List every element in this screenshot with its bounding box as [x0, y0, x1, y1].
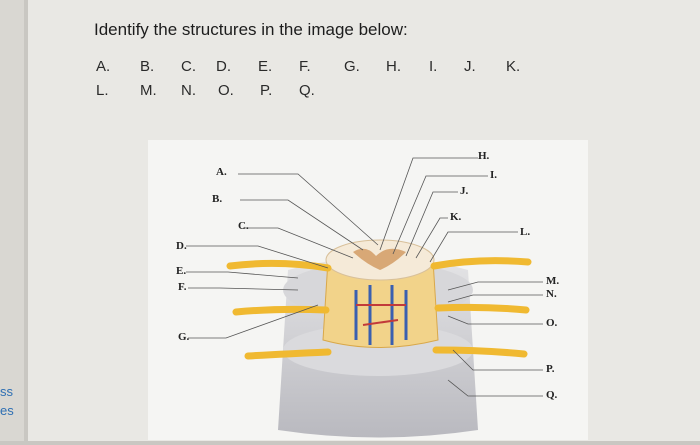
diagram-label-k: K.	[450, 211, 461, 223]
background-text-fragment: es	[0, 403, 14, 418]
diagram-label-m: M.	[546, 275, 559, 287]
option-label: N.	[181, 82, 196, 99]
option-label: H.	[386, 58, 401, 75]
diagram-label-c: C.	[238, 220, 249, 232]
diagram-label-h: H.	[478, 150, 489, 162]
option-label: Q.	[299, 82, 315, 99]
option-label: C.	[181, 58, 196, 75]
diagram-label-n: N.	[546, 288, 557, 300]
answer-options-row-1: A. B. C. D. E. F. G. H. I. J. K.	[96, 58, 576, 78]
diagram-label-e: E.	[176, 265, 186, 277]
diagram-label-o: O.	[546, 317, 557, 329]
diagram-label-b: B.	[212, 193, 222, 205]
background-window-strip: ss es	[0, 0, 24, 441]
question-prompt: Identify the structures in the image bel…	[94, 20, 408, 40]
spinal-cord-diagram: A. B. C. D. E. F. G. H. I. J. K. L. M. N…	[148, 140, 588, 440]
diagram-label-j: J.	[460, 185, 468, 197]
option-label: F.	[299, 58, 311, 75]
option-label: D.	[216, 58, 231, 75]
option-label: A.	[96, 58, 110, 75]
diagram-label-f: F.	[178, 281, 186, 293]
option-label: K.	[506, 58, 520, 75]
diagram-label-p: P.	[546, 363, 554, 375]
option-label: B.	[140, 58, 154, 75]
diagram-label-l: L.	[520, 226, 530, 238]
diagram-label-g: G.	[178, 331, 189, 343]
diagram-label-i: I.	[490, 169, 497, 181]
option-label: P.	[260, 82, 272, 99]
spinal-cord-illustration	[148, 140, 588, 440]
option-label: I.	[429, 58, 437, 75]
diagram-label-a: A.	[216, 166, 227, 178]
background-text-fragment: ss	[0, 384, 13, 399]
option-label: O.	[218, 82, 234, 99]
option-label: M.	[140, 82, 157, 99]
option-label: E.	[258, 58, 272, 75]
option-label: J.	[464, 58, 476, 75]
answer-options-row-2: L. M. N. O. P. Q.	[96, 82, 396, 102]
option-label: L.	[96, 82, 109, 99]
option-label: G.	[344, 58, 360, 75]
diagram-label-d: D.	[176, 240, 187, 252]
question-card: Identify the structures in the image bel…	[28, 0, 700, 441]
diagram-label-q: Q.	[546, 389, 557, 401]
